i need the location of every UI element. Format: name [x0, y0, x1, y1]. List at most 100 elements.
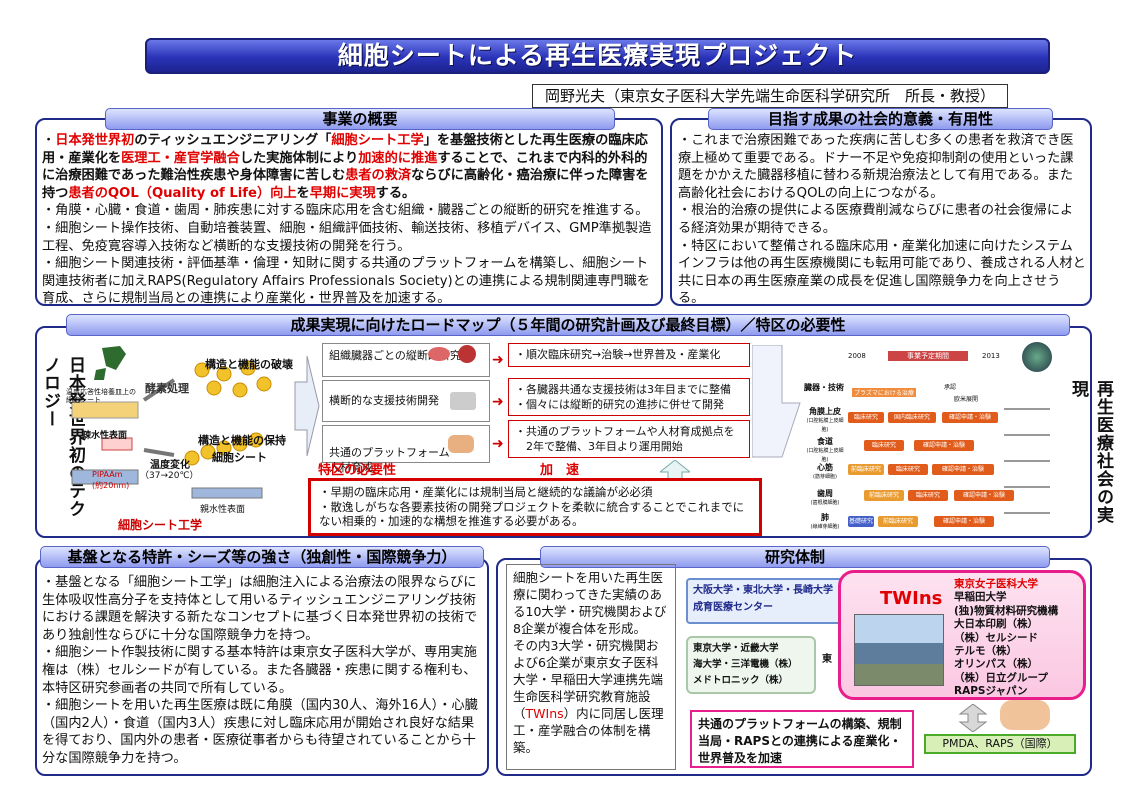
phase-chip: 確認申請・治験 — [914, 440, 974, 451]
research-heading: 研究体制 — [540, 546, 1050, 568]
roadmap-result-3: ・共通のプラットフォームや人材育成拠点を 2年で整備、3年目より運用開始 — [508, 420, 750, 458]
overview-em-1: 日本発世界初 — [55, 133, 135, 148]
twins-member-4: 大日本印刷（株） — [954, 618, 1038, 631]
timeline-row-1-note: (口腔粘膜上皮細胞) — [806, 418, 844, 433]
timeline-row-3: 心筋 (筋芽細胞) — [804, 464, 846, 481]
connector-label: 東 — [822, 654, 832, 665]
author-box: 岡野光夫（東京女子医科大学先端生命医科学研究所 所長・教授） — [532, 84, 1008, 108]
research-desc-twins: TWIns — [525, 706, 564, 721]
partner-box-2-line-2: 海大学・三洋電機（株） — [693, 659, 798, 670]
row-arrow-icon-2: ➜ — [492, 394, 504, 410]
accel-arrow-icon — [751, 344, 802, 465]
phase-chip: 臨床研究 — [848, 412, 884, 423]
label-keep: 構造と機能の保持 — [198, 434, 286, 447]
partner-box-1-line-2: 成育医療センター — [693, 602, 773, 613]
timeline-row-5: 肺(線維芽細胞) — [804, 514, 846, 531]
significance-text: ・これまで治療困難であった疾病に苦しむ多くの患者を救済でき医療上極めて重要である… — [678, 132, 1086, 308]
handshake-icon — [1000, 700, 1050, 730]
overview-s7: する。 — [375, 185, 416, 201]
label-hydrophobic: 疎水性表面 — [82, 431, 128, 441]
research-desc-a: 細胞シートを用いた再生医療に関わってきた実績のある10大学・研究機関および8企業… — [513, 570, 667, 636]
partner-box-2-line-3: メドトロニック（株） — [693, 675, 789, 686]
overview-panel — [35, 118, 663, 306]
hydrophilic-surface — [191, 487, 263, 499]
phase-chip: 確認申請・治験 — [942, 412, 998, 423]
cell-sheet-diagram — [62, 340, 296, 532]
overview-item-2: ・角膜・心臓・食道・歯周・肺疾患に対する臨床応用を含む組織・臓器ごとの縦断的研究… — [42, 203, 649, 219]
research-desc-c: ）内に同居し医理工・産学融合の体制を構築。 — [513, 706, 664, 755]
timeline-row-1-label: 角膜上皮 — [809, 407, 841, 416]
overview-em-6: 患者のQOL（Quality of Life）向上 — [68, 185, 297, 201]
partner-box-1: 大阪大学・東北大学・長崎大学 成育医療センター — [686, 578, 858, 624]
timeline-row-4-note: (歯根膜細胞) — [810, 500, 840, 506]
timeline-row-3-note: (筋芽細胞) — [813, 474, 837, 480]
significance-item-3: ・特区において整備される臨床応用・産業化加速に向けたシステムインフラは他の再生医… — [678, 238, 1086, 307]
overview-em-2: 細胞シート工学 — [331, 133, 424, 148]
phase-chip: 確認申請・治験 — [934, 516, 994, 527]
timeline-band-2: 承認 — [944, 384, 957, 391]
roadmap-heading: 成果実現に向けたロードマップ（５年間の研究計画及び最終目標）／特区の必要性 — [66, 314, 1070, 336]
twins-member-9: RAPSジャパン — [954, 685, 1028, 698]
label-pipaam: PIPAAm — [92, 470, 123, 479]
roadmap-row-1-label: 組織臓器ごとの縦断的研究 — [329, 349, 461, 362]
accel-label: 加 速 — [540, 463, 580, 478]
japan-map-icon — [102, 346, 126, 370]
timeline-header: 事業予定期間 — [888, 351, 968, 361]
overview-em-4: 加速的に推進 — [358, 150, 438, 166]
strengths-heading: 基盤となる特許・シーズ等の強さ（独創性・国際競争力） — [40, 546, 484, 568]
label-destroy: 構造と機能の破壊 — [205, 358, 293, 371]
strengths-item-3: ・細胞シートを用いた再生医療は既に角膜（国内30人、海外16人）・心臓（国内2人… — [42, 698, 478, 766]
significance-item-1: ・これまで治療困難であった疾病に苦しむ多くの患者を救済でき医療上極めて重要である… — [678, 133, 1074, 201]
overview-s3: した実施体制により — [239, 150, 359, 166]
phase-chip: 臨床研究 — [864, 440, 904, 451]
strengths-item-2: ・細胞シート作製技術に関する基本特許は東京女子医科大学が、専用実施権は（株）セル… — [42, 645, 477, 696]
special-zone-item-1: ・早期の臨床応用・産業化には規制当局と継続的な議論が必必須 — [319, 485, 653, 499]
diagram-caption: 細胞シート工学 — [118, 518, 203, 532]
phase-chip: 国内臨床研究 — [888, 412, 936, 423]
research-desc: 細胞シートを用いた再生医療に関わってきた実績のある10大学・研究機関および8企業… — [506, 564, 676, 770]
eye-icon — [428, 347, 450, 361]
significance-heading: 目指す成果の社会的意義・有用性 — [708, 108, 1053, 130]
partner-box-1-line-1: 大阪大学・東北大学・長崎大学 — [693, 585, 833, 596]
overview-text: ・日本発世界初のティッシュエンジニアリング「細胞シート工学」を基盤技術とした再生… — [42, 132, 658, 308]
phase-chip: 確認申請・治験 — [932, 464, 994, 475]
overview-item-4: ・細胞シート関連技術・評価基準・倫理・知財に関する共通のプラットフォームを構築し… — [42, 256, 650, 307]
label-hydrophilic: 親水性表面 — [200, 505, 246, 515]
timeline-year-start: 2008 — [848, 352, 866, 360]
timeline-row-2-note: (口腔粘膜上皮細胞) — [806, 448, 844, 463]
double-arrow-icon — [956, 703, 990, 736]
dish-bottom — [71, 469, 139, 485]
label-sheet: 細胞シート — [212, 451, 267, 464]
special-zone-box: ・早期の臨床応用・産業化には規制当局と継続的な議論が必必須 ・散逸しがちな各要素… — [308, 478, 762, 536]
roadmap-row-2-label: 横断的な支援技術開発 — [329, 394, 439, 407]
timeline-year-end: 2013 — [982, 352, 1000, 360]
phase-chip: 前臨床研究 — [848, 464, 884, 475]
phase-chip: 臨床研究 — [888, 464, 928, 475]
partner-box-2: 東京大学・近畿大学 海大学・三洋電機（株） メドトロニック（株） — [686, 636, 816, 694]
label-enzyme: 酵素処理 — [145, 382, 189, 395]
timeline-row-4-label: 歯周 — [817, 489, 833, 498]
arrow-temp — [143, 448, 175, 457]
twins-member-5: （株）セルシード — [954, 631, 1038, 644]
timeline-arrows — [1004, 408, 1050, 528]
roadmap-result-2: ・各臓器共通な支援技術は3年目までに整備 ・個々には縦断的研究の進捗に併せて開発 — [508, 378, 750, 416]
timeline-row-3-label: 心筋 — [817, 463, 833, 472]
globe-icon — [1022, 342, 1052, 372]
timeline-band-3: 欧米展開 — [954, 396, 979, 403]
strengths-text: ・基盤となる「細胞シート工学」は細胞注入による治療法の限界ならびに生体吸収性高分… — [42, 574, 484, 768]
partner-box-2-line-1: 東京大学・近畿大学 — [693, 643, 779, 654]
overview-heading: 事業の概要 — [105, 108, 615, 130]
pipaam-layer — [101, 437, 133, 451]
cells-sheet — [184, 432, 264, 466]
twins-label: TWIns — [880, 588, 943, 609]
timeline-row-5-label: 肺 — [821, 513, 829, 522]
strengths-panel — [35, 558, 489, 776]
timeline-chart: 2008 事業予定期間 2013 臓器・技術 プラズマにおける治療 承認 欧米展… — [804, 342, 1060, 534]
research-desc-b: その内3大学・研究機関および6企業が東京女子医科大学・早稲田大学連携先端生命医科… — [513, 638, 664, 721]
overview-s2: 」を基盤技術とした再生医療の臨床応用・産業化を — [42, 133, 648, 166]
heart-icon — [458, 345, 476, 363]
phase-chip: 確認申請・治験 — [954, 490, 1014, 501]
overview-item-3: ・細胞シート操作技術、自動培養装置、細胞・組織評価技術、輸送技術、移植デバイス、… — [42, 220, 652, 254]
strengths-item-1: ・基盤となる「細胞シート工学」は細胞注入による治療法の限界ならびに生体吸収性高分… — [42, 575, 478, 643]
phase-chip: 前臨床研究 — [878, 516, 918, 527]
